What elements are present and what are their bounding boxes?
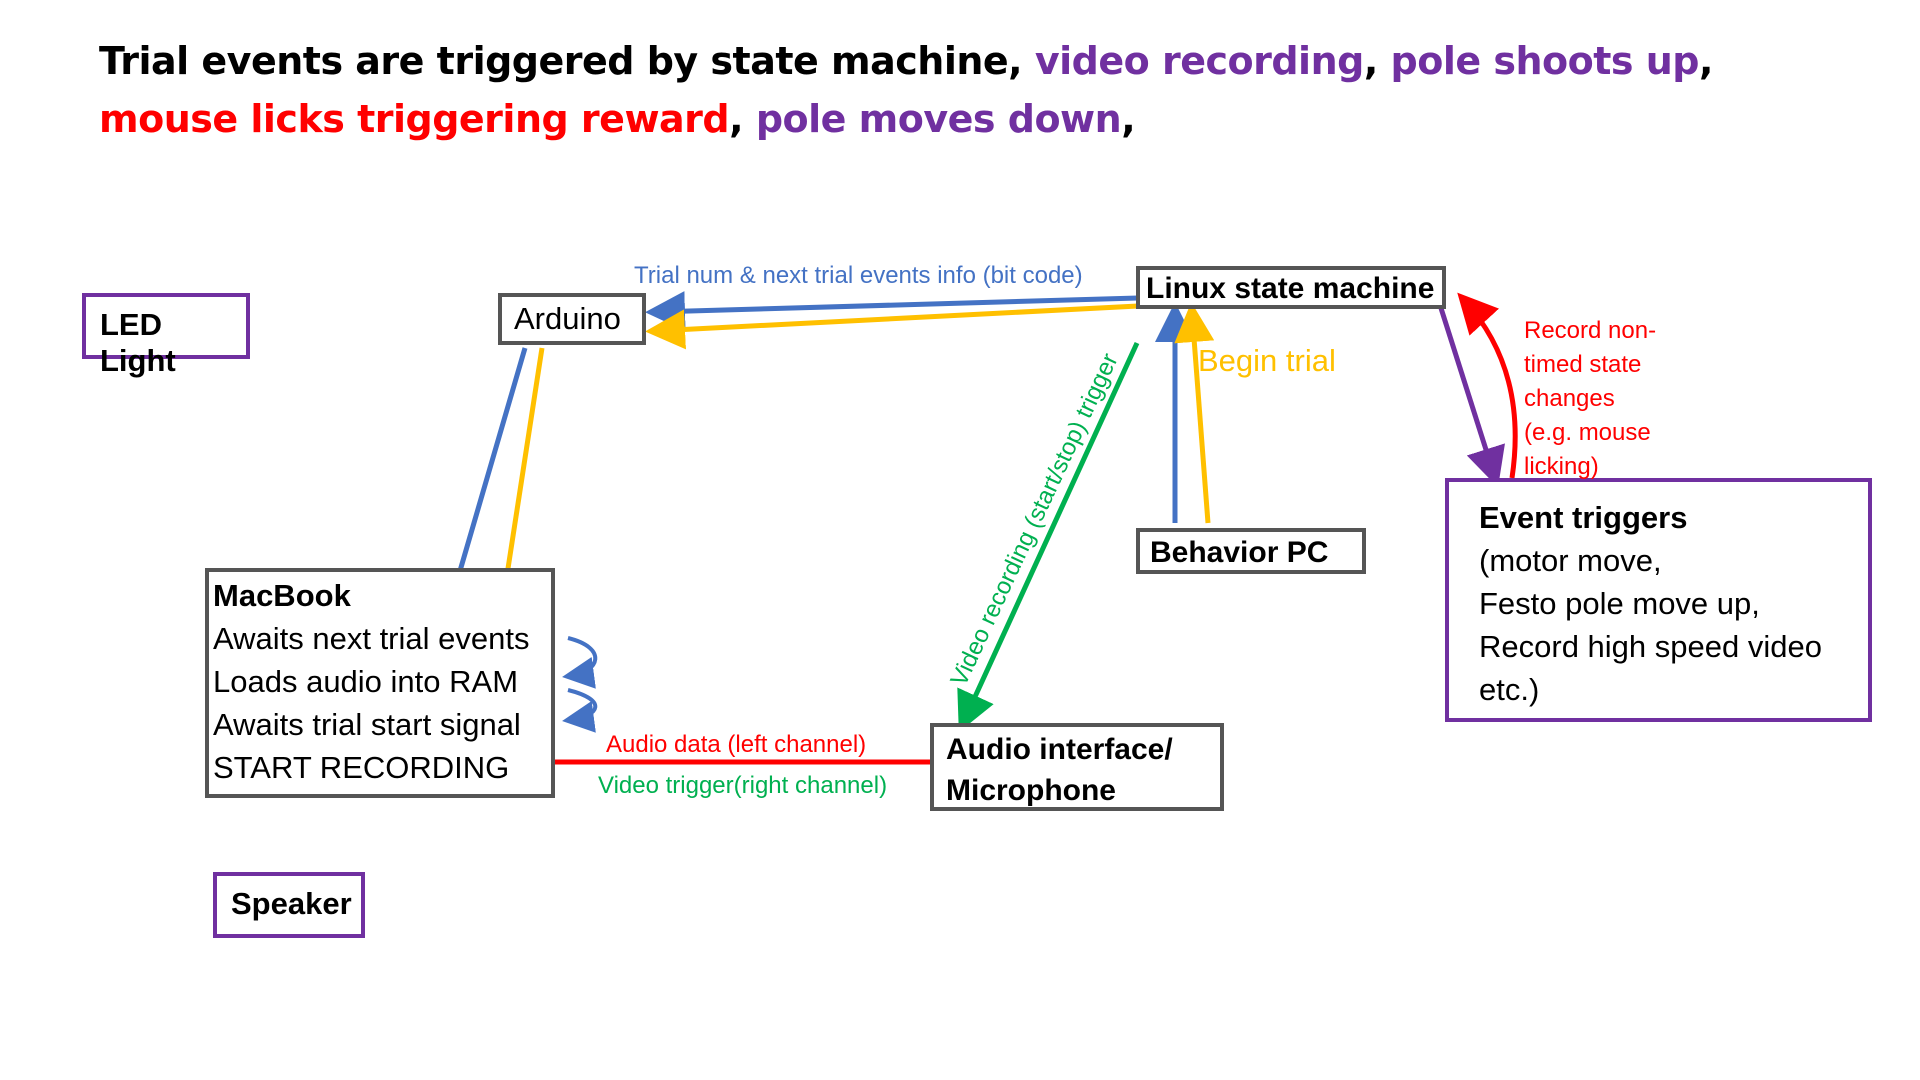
audio-interface-line: Microphone — [946, 774, 1116, 807]
arrow-behaviorpc-to-linux-yellow — [1174, 302, 1215, 524]
event-triggers-heading: Event triggers — [1479, 500, 1688, 535]
macbook-line: Awaits trial start signal — [213, 707, 521, 742]
speaker-box: Speaker — [213, 872, 365, 938]
event-triggers-line: etc.) — [1479, 672, 1540, 707]
event-triggers-box: Event triggers (motor move, Festo pole m… — [1445, 478, 1872, 722]
macbook-line: START RECORDING — [213, 750, 510, 785]
led-light-label: LED Light — [100, 307, 176, 378]
arrow-linux-to-events-purple — [1437, 304, 1505, 488]
macbook-line: Loads audio into RAM — [213, 664, 519, 699]
speaker-label: Speaker — [231, 886, 352, 921]
linux-state-machine-label: Linux state machine — [1146, 272, 1435, 305]
arduino-label: Arduino — [514, 301, 621, 336]
title-part: , — [729, 97, 756, 141]
title-part: , — [1699, 39, 1713, 83]
title-part: , — [1363, 39, 1391, 83]
begin-trial-label: Begin trial — [1198, 343, 1336, 378]
record-nontimed-line: licking) — [1524, 453, 1599, 480]
video-trigger-right-label: Video trigger(right channel) — [598, 772, 888, 799]
arrow-linux-to-arduino-blue — [645, 291, 1139, 332]
title-part: mouse licks triggering reward — [99, 97, 730, 141]
title-part: Trial events are triggered by state mach… — [99, 39, 1035, 83]
record-nontimed-line: changes — [1524, 385, 1615, 412]
audio-data-label: Audio data (left channel) — [606, 731, 867, 758]
record-nontimed-line: (e.g. mouse — [1524, 419, 1651, 446]
audio-interface-box: Audio interface/ Microphone — [930, 723, 1224, 811]
event-triggers-line: Festo pole move up, — [1479, 586, 1760, 621]
title-part: video recording — [1034, 39, 1364, 83]
arduino-box: Arduino — [498, 293, 646, 345]
macbook-line: Awaits next trial events — [213, 621, 530, 656]
arrow-events-to-linux-red — [1457, 292, 1518, 479]
behavior-pc-label: Behavior PC — [1150, 536, 1329, 569]
macbook-heading: MacBook — [213, 578, 351, 613]
event-triggers-line: (motor move, — [1479, 543, 1662, 578]
event-triggers-line: Record high speed video — [1479, 629, 1822, 664]
record-nontimed-label: Record non- timed state changes (e.g. mo… — [1524, 314, 1656, 484]
trial-info-label: Trial num & next trial events info (bit … — [634, 262, 1083, 289]
loop-arrow-load-audio — [562, 636, 598, 689]
led-light-box: LED Light — [82, 293, 250, 378]
behavior-pc-box: Behavior PC — [1136, 528, 1366, 574]
title-part: pole moves down — [755, 97, 1122, 141]
record-nontimed-line: Record non- — [1524, 317, 1657, 344]
audio-interface-line: Audio interface/ — [946, 733, 1173, 766]
page-title: Trial events are triggered by state mach… — [99, 32, 1799, 148]
title-part: pole shoots up — [1390, 39, 1700, 83]
arrow-linux-to-arduino-yellow — [645, 303, 1139, 350]
record-nontimed-line: timed state — [1524, 351, 1642, 378]
linux-state-machine-box: Linux state machine — [1136, 266, 1446, 309]
arrow-linux-to-audio-green — [957, 341, 1140, 733]
macbook-box: MacBook Awaits next trial events Loads a… — [205, 568, 555, 798]
title-part: , — [1121, 97, 1136, 141]
loop-arrow-await-start — [562, 688, 598, 733]
